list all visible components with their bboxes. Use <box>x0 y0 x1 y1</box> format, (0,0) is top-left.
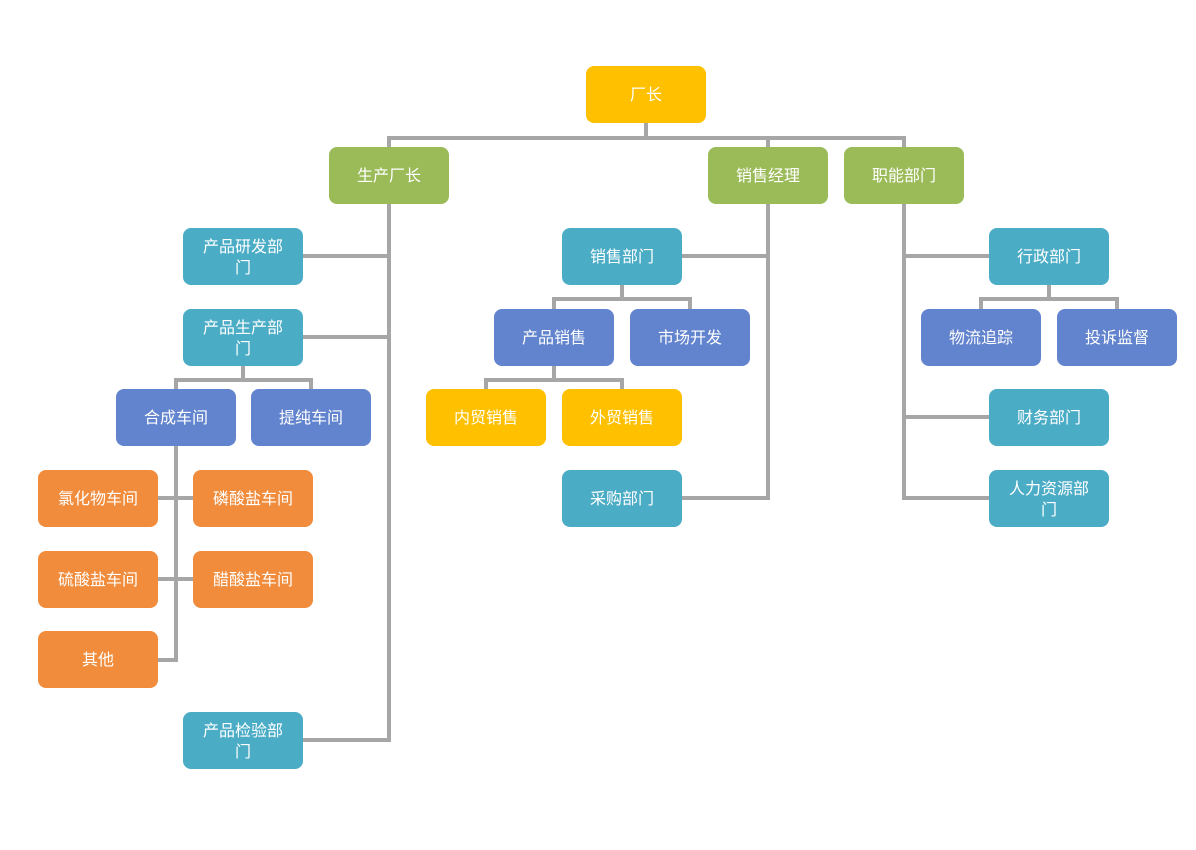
node-label: 产品检验部门 <box>203 720 284 761</box>
node-label: 销售部门 <box>589 247 654 266</box>
node-label: 产品生产部门 <box>203 317 284 358</box>
node-label: 氯化物车间 <box>58 489 139 508</box>
node-label: 职能部门 <box>871 166 936 185</box>
node-director[interactable]: 厂长 <box>586 66 706 123</box>
node-label: 磷酸盐车间 <box>213 489 294 508</box>
node-admin-dept[interactable]: 行政部门 <box>989 228 1109 285</box>
node-label: 人力资源部门 <box>1009 478 1090 519</box>
node-label: 提纯车间 <box>278 408 343 427</box>
node-acetate-workshop[interactable]: 醋酸盐车间 <box>193 551 313 608</box>
node-market-development[interactable]: 市场开发 <box>630 309 750 366</box>
node-other[interactable]: 其他 <box>38 631 158 688</box>
node-sales-manager[interactable]: 销售经理 <box>708 147 828 204</box>
node-purchasing-dept[interactable]: 采购部门 <box>562 470 682 527</box>
node-synthesis-workshop[interactable]: 合成车间 <box>116 389 236 446</box>
node-label: 生产厂长 <box>356 166 421 185</box>
node-chloride-workshop[interactable]: 氯化物车间 <box>38 470 158 527</box>
node-hr-dept[interactable]: 人力资源部门 <box>989 470 1109 527</box>
node-label: 硫酸盐车间 <box>58 570 139 589</box>
node-label: 产品销售 <box>521 328 586 347</box>
node-label: 产品研发部门 <box>203 236 284 277</box>
node-label: 醋酸盐车间 <box>213 570 294 589</box>
node-inspection-dept[interactable]: 产品检验部门 <box>183 712 303 769</box>
node-product-sales[interactable]: 产品销售 <box>494 309 614 366</box>
node-production-director[interactable]: 生产厂长 <box>329 147 449 204</box>
node-label: 市场开发 <box>657 328 722 347</box>
node-foreign-sales[interactable]: 外贸销售 <box>562 389 682 446</box>
node-logistics-tracking[interactable]: 物流追踪 <box>921 309 1041 366</box>
node-label: 厂长 <box>629 85 662 104</box>
node-label: 内贸销售 <box>453 408 518 427</box>
node-label: 物流追踪 <box>948 328 1013 347</box>
node-functional-dept[interactable]: 职能部门 <box>844 147 964 204</box>
node-label: 采购部门 <box>589 489 654 508</box>
node-phosphate-workshop[interactable]: 磷酸盐车间 <box>193 470 313 527</box>
node-finance-dept[interactable]: 财务部门 <box>989 389 1109 446</box>
node-label: 行政部门 <box>1016 247 1081 266</box>
node-domestic-sales[interactable]: 内贸销售 <box>426 389 546 446</box>
node-label: 财务部门 <box>1016 408 1081 427</box>
node-sales-dept[interactable]: 销售部门 <box>562 228 682 285</box>
node-complaint-supervision[interactable]: 投诉监督 <box>1057 309 1177 366</box>
node-label: 外贸销售 <box>589 408 654 427</box>
node-label: 投诉监督 <box>1084 328 1149 347</box>
node-production-dept[interactable]: 产品生产部门 <box>183 309 303 366</box>
node-label: 销售经理 <box>735 166 800 185</box>
node-sulfate-workshop[interactable]: 硫酸盐车间 <box>38 551 158 608</box>
node-label: 合成车间 <box>143 408 208 427</box>
node-rnd-dept[interactable]: 产品研发部门 <box>183 228 303 285</box>
node-extraction-workshop[interactable]: 提纯车间 <box>251 389 371 446</box>
node-label: 其他 <box>81 650 114 669</box>
